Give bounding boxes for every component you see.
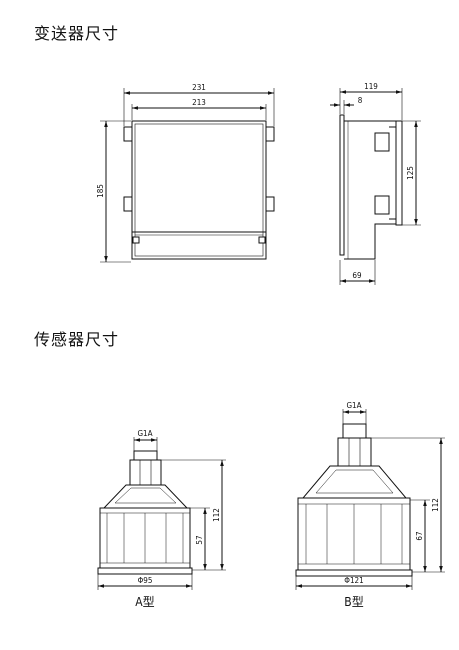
sensor-b-height-body: 67 [415, 531, 424, 540]
dim-side-bottom: 69 [352, 271, 362, 280]
sensor-b-drawing [295, 409, 445, 590]
transmitter-section-title: 变送器尺寸 [34, 24, 120, 43]
sensor-b-height-total: 112 [431, 498, 440, 512]
sensor-a-thread: G1A [137, 429, 152, 438]
sensor-b-type-label: B型 [344, 595, 363, 609]
dim-side-height: 125 [406, 166, 415, 180]
dim-width-inner: 213 [192, 98, 206, 107]
dim-width-outer: 231 [192, 83, 206, 92]
dim-side-depth: 119 [364, 82, 378, 91]
sensor-a-drawing [97, 437, 226, 590]
sensor-b-thread: G1A [346, 401, 361, 410]
transmitter-side-view [330, 88, 421, 285]
sensor-a-height-total: 112 [212, 508, 221, 522]
sensor-section-title: 传感器尺寸 [34, 330, 120, 349]
sensor-a-height-body: 57 [195, 535, 204, 544]
transmitter-front-view [100, 88, 275, 263]
dim-height: 185 [96, 184, 105, 198]
sensor-b-diameter: Φ121 [344, 576, 363, 585]
dim-side-small: 8 [358, 96, 363, 105]
sensor-a-type-label: A型 [135, 595, 154, 609]
sensor-a-diameter: Φ95 [138, 576, 153, 585]
